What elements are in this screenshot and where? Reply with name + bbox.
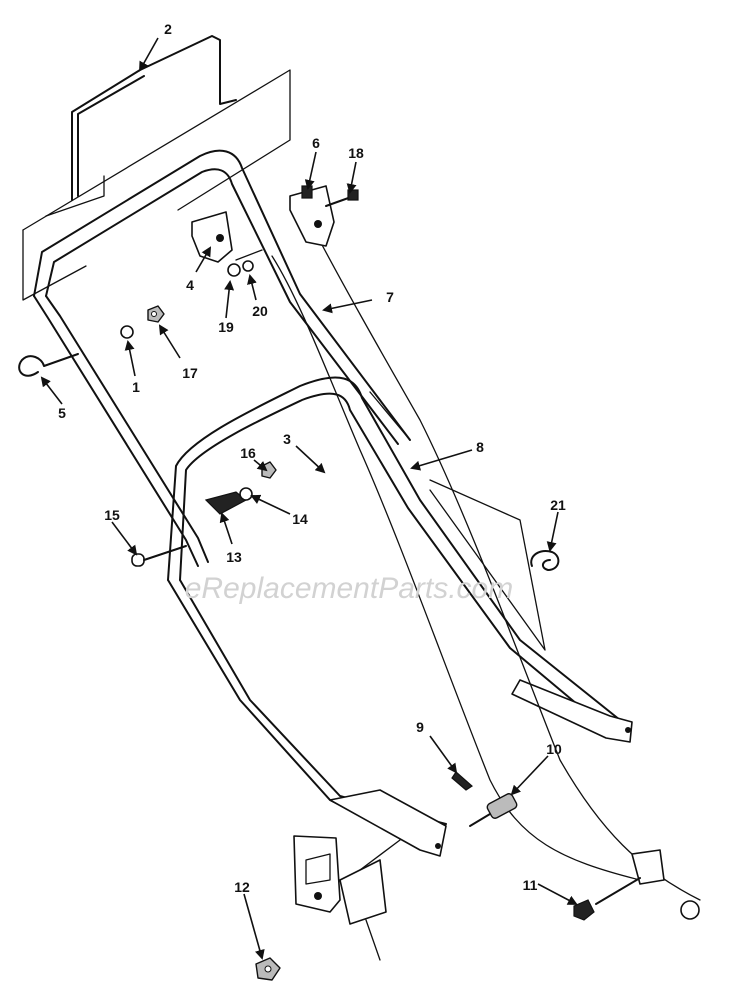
cable-clip: [530, 550, 560, 571]
callout-11: 11: [523, 877, 538, 893]
callout-20: 20: [252, 303, 268, 319]
callout-10: 10: [546, 741, 562, 757]
callout-4: 4: [186, 277, 194, 293]
carriage-bolt: [131, 545, 187, 567]
lower-hardware: [255, 771, 700, 981]
upper-wire-bracket: [22, 35, 291, 301]
callout-7: 7: [386, 289, 394, 305]
callout-2: 2: [164, 21, 172, 37]
leader-arrows: [40, 37, 578, 960]
callout-labels: 2 1 17 5 4 19 20 6 18 7 3 8 16 14 13 15 …: [58, 21, 566, 895]
callout-3: 3: [283, 431, 291, 447]
callout-16: 16: [240, 445, 256, 461]
callout-21: 21: [550, 497, 566, 513]
callout-15: 15: [104, 507, 120, 523]
callout-6: 6: [312, 135, 320, 151]
upper-handle: [33, 149, 411, 567]
control-cables: [271, 221, 701, 901]
callout-19: 19: [218, 319, 234, 335]
callout-17: 17: [182, 365, 198, 381]
small-hardware-left: [18, 305, 165, 377]
callout-13: 13: [226, 549, 242, 565]
control-bracket-right: [289, 185, 359, 247]
callout-9: 9: [416, 719, 424, 735]
callout-5: 5: [58, 405, 66, 421]
watermark: eReplacementParts.com: [185, 572, 513, 605]
callout-8: 8: [476, 439, 484, 455]
callout-14: 14: [292, 511, 308, 527]
mounting-bracket: [293, 835, 401, 961]
callout-18: 18: [348, 145, 364, 161]
callout-1: 1: [132, 379, 140, 395]
callout-12: 12: [234, 879, 250, 895]
lower-handle: [167, 376, 633, 857]
